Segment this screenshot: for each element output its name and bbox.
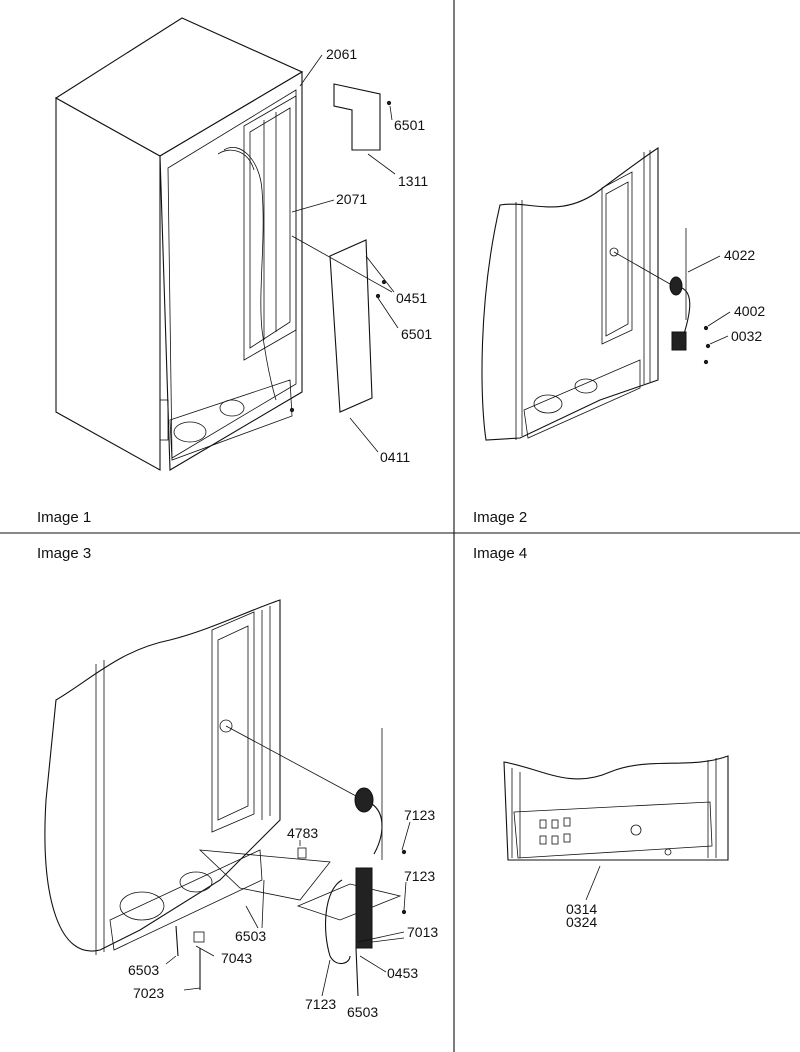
- image3-label-7023: 7023: [133, 985, 164, 1001]
- image2-panel: 4022 4002 0032 Image 2: [473, 146, 765, 526]
- image4-cabinet-bottom-drawing: [503, 755, 729, 901]
- image1-label-0411: 0411: [380, 449, 410, 465]
- image3-caption: Image 3: [37, 545, 91, 562]
- image3-refrigerator-drawing: [44, 599, 411, 997]
- image2-label-4002: 4002: [734, 303, 765, 319]
- image3-label-4783: 4783: [287, 825, 318, 841]
- image4-caption: Image 4: [473, 545, 527, 562]
- image1-caption: Image 1: [37, 509, 91, 526]
- image2-label-0032: 0032: [731, 328, 762, 344]
- image4-label-0324: 0324: [566, 914, 597, 930]
- image1-label-6501-bottom: 6501: [401, 326, 432, 342]
- image2-caption: Image 2: [473, 509, 527, 526]
- image2-refrigerator-drawing: [481, 146, 731, 441]
- image3-panel: Image 3: [37, 545, 438, 1020]
- image1-panel: 2061 6501 1311 2071 0451 6501 0411 Image…: [37, 17, 432, 526]
- image1-label-0451: 0451: [396, 290, 427, 306]
- image2-label-4022: 4022: [724, 247, 755, 263]
- image1-label-2071: 2071: [336, 191, 367, 207]
- image3-label-0453: 0453: [387, 965, 418, 981]
- image4-panel: Image 4 0314 0324: [473, 545, 729, 930]
- image3-label-7013: 7013: [407, 924, 438, 940]
- image1-label-1311: 1311: [398, 173, 428, 189]
- image3-label-6503-center: 6503: [235, 928, 266, 944]
- image1-label-2061: 2061: [326, 46, 357, 62]
- image3-label-6503-bottom: 6503: [347, 1004, 378, 1020]
- image3-label-7043: 7043: [221, 950, 252, 966]
- image3-label-6503-left: 6503: [128, 962, 159, 978]
- image1-label-6501-top: 6501: [394, 117, 425, 133]
- image1-refrigerator-drawing: [54, 17, 399, 471]
- image3-label-7123-upper: 7123: [404, 807, 435, 823]
- image4-label-0314: 0314: [566, 901, 597, 917]
- image3-label-7123-lower: 7123: [305, 996, 336, 1012]
- image3-label-7123-middle: 7123: [404, 868, 435, 884]
